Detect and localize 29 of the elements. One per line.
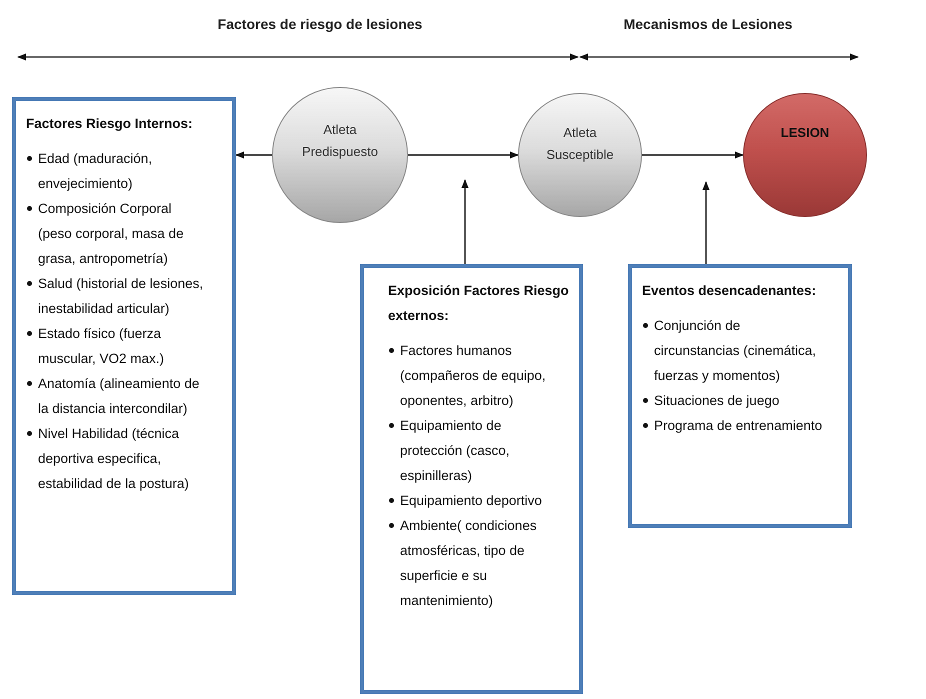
bullet-item: Factores humanos (compañeros de equipo, oponentes, arbitro) <box>400 342 547 410</box>
section-heading: Mecanismos de Lesiones <box>624 16 792 32</box>
bullet-item: Conjunción de circunstancias (cinemática, fuerzas y momentos) <box>654 317 818 385</box>
arrow <box>235 151 272 159</box>
bullet-item: Anatomía (alineamiento de la distancia intercondilar) <box>38 375 200 418</box>
circle-label: LESION <box>780 124 830 142</box>
bullet-item: Edad (maduración, envejecimiento) <box>38 150 154 193</box>
arrow <box>702 181 710 264</box>
bullet-item: Estado físico (fuerza muscular, VO2 max.) <box>38 325 166 368</box>
bullet-item: Ambiente( condiciones atmosféricas, tipo de superficie e su mantenimiento) <box>400 517 538 610</box>
text-box <box>628 264 852 528</box>
arrow <box>408 151 519 159</box>
arrow <box>461 179 469 264</box>
section-heading: Factores de riesgo de lesiones <box>218 16 422 32</box>
bullet-item: Equipamiento deportivo <box>400 492 542 510</box>
arrow <box>642 151 744 159</box>
bullet-item: Nivel Habilidad (técnica deportiva especifica, estabilidad de la postura) <box>38 425 190 493</box>
circle-label: Atleta Predispuesto <box>301 120 379 161</box>
text-box <box>360 264 583 694</box>
bullet-item: Programa de entrenamiento <box>654 417 822 435</box>
bullet-item: Salud (historial de lesiones, inestabilidad articular) <box>38 275 204 318</box>
box-heading: Eventos desencadenantes: <box>642 282 818 300</box>
circle-label: Atleta Susceptible <box>545 124 615 164</box>
bullet-item: Equipamiento de protección (casco, espinilleras) <box>400 417 511 485</box>
bullet-item: Composición Corporal (peso corporal, masa de grasa, antropometría) <box>38 200 185 268</box>
box-heading: Factores Riesgo Internos: <box>26 115 194 133</box>
text-box <box>12 97 236 595</box>
bullet-item: Situaciones de juego <box>654 392 780 410</box>
box-heading: Exposición Factores Riesgo externos: <box>388 282 569 325</box>
